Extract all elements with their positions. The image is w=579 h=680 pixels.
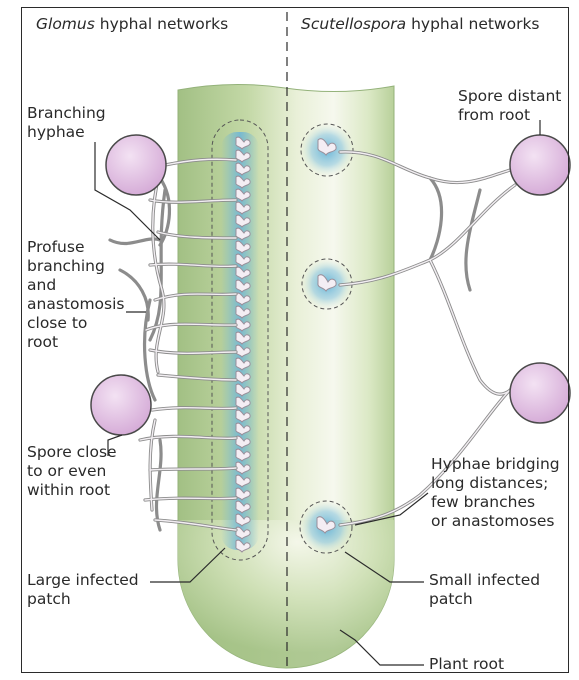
label-branching-hyphae: Branching hyphae xyxy=(27,104,106,142)
header-scutellospora-genus: Scutellospora xyxy=(301,15,406,33)
label-hyphae-bridging: Hyphae bridging long distances; few bran… xyxy=(431,455,560,531)
label-large-patch: Large infected patch xyxy=(27,571,139,609)
header-glomus: Glomus hyphal networks xyxy=(36,15,228,33)
label-small-patch: Small infected patch xyxy=(429,571,540,609)
label-profuse-branching: Profuse branching and anastomosis close … xyxy=(27,238,125,352)
header-glomus-rest: hyphal networks xyxy=(95,15,228,33)
label-spore-close: Spore close to or even within root xyxy=(27,443,117,500)
header-glomus-genus: Glomus xyxy=(36,15,95,33)
label-spore-distant: Spore distant from root xyxy=(458,87,561,125)
label-plant-root: Plant root xyxy=(429,655,504,674)
header-scutellospora: Scutellospora hyphal networks xyxy=(301,15,540,33)
header-scutellospora-rest: hyphal networks xyxy=(406,15,539,33)
